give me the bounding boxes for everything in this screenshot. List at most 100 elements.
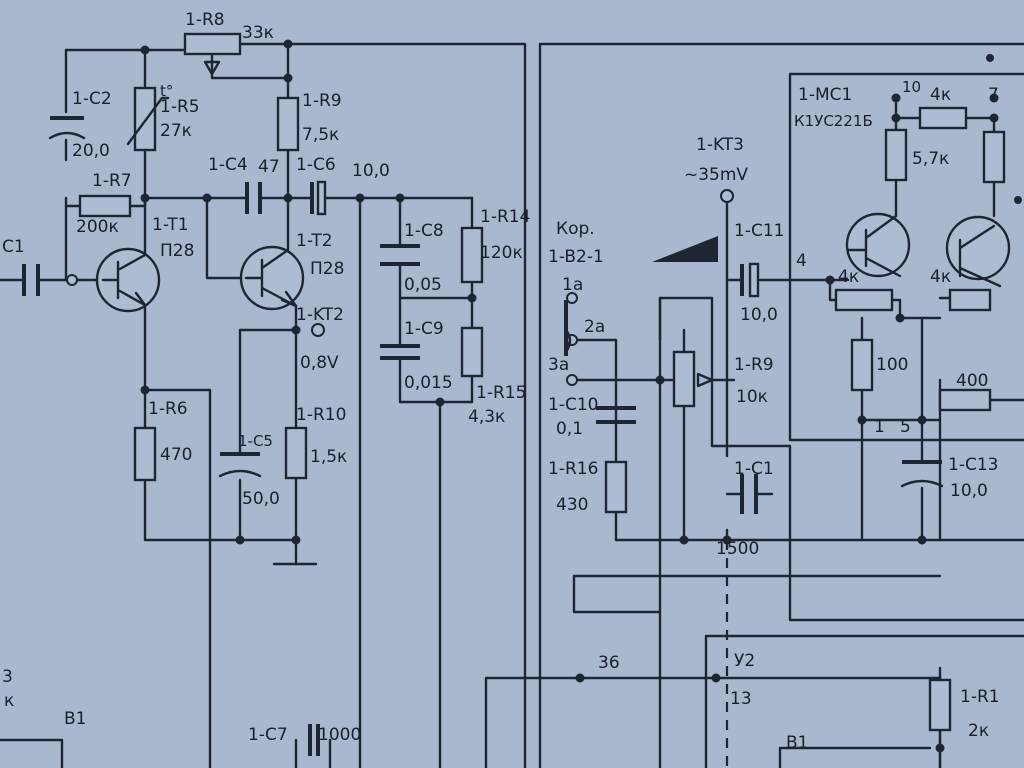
resistor-r8 [183, 32, 242, 56]
label-pin-1a: 1а [562, 275, 583, 295]
label-u2: У2 [734, 651, 755, 671]
label-r1: 1-R1 [960, 687, 1000, 707]
label-r9b-value: 10к [736, 387, 768, 407]
label-kt2: 1-KT2 [296, 305, 344, 325]
label-r1-value: 2к [968, 721, 989, 741]
capacitor-c7 [308, 724, 320, 756]
label-mc-r1: 4к [930, 85, 951, 105]
labels: 1-R8 33к 1-C2 20,0 1-R5 27к t° 1-R9 7,5к… [2, 10, 1000, 753]
label-c12-value: 1500 [716, 539, 759, 559]
label-r10-value: 1,5к [310, 447, 347, 467]
label-mc-r2: 5,7к [912, 149, 949, 169]
label-pin-4: 4 [796, 251, 807, 271]
resistor-r7 [78, 194, 132, 218]
label-c13: 1-C13 [948, 455, 998, 475]
ic-resistor-4k-mid [834, 288, 894, 312]
capacitor-c2 [48, 116, 86, 140]
label-r6: 1-R6 [148, 399, 188, 419]
label-b2: 1-B2-1 [548, 247, 604, 267]
label-c12: 1-C1 [734, 459, 774, 479]
label-pin-5: 5 [900, 417, 911, 437]
label-r7-value: 200к [76, 217, 119, 237]
label-kor: Кор. [556, 219, 595, 239]
label-c9-value: 0,015 [404, 373, 453, 393]
label-r15-value: 4,3к [468, 407, 505, 427]
label-c1: C1 [2, 237, 25, 257]
label-t2-type: П28 [310, 259, 344, 279]
label-c8-value: 0,05 [404, 275, 442, 295]
label-r9: 1-R9 [302, 91, 342, 111]
ic-resistor-100 [850, 338, 874, 392]
capacitor-c4 [245, 182, 262, 214]
label-c6-value: 10,0 [352, 161, 390, 181]
label-r14-value: 120к [480, 243, 523, 263]
label-c6: 1-C6 [296, 155, 336, 175]
capacitor-c13 [900, 460, 944, 488]
label-kt2-value: 0,8V [300, 353, 339, 373]
label-c8: 1-C8 [404, 221, 444, 241]
label-c13-value: 10,0 [950, 481, 988, 501]
label-kt3-value: ~35mV [684, 165, 748, 185]
components-left [22, 32, 484, 756]
gain-wedge-icon [652, 236, 718, 262]
capacitor-c11 [725, 262, 760, 298]
label-mc1-type: К1УС221Б [794, 112, 873, 130]
label-pin-1: 1 [874, 417, 885, 437]
label-node-36: 36 [598, 653, 620, 673]
label-c5: 1-C5 [238, 432, 273, 450]
junctions-left [66, 39, 477, 545]
label-b1-left: B1 [64, 709, 86, 729]
label-r10: 1-R10 [296, 405, 346, 425]
label-mc1: 1-MC1 [798, 85, 852, 105]
capacitor-c6 [310, 180, 327, 216]
label-thermistor: t° [160, 82, 173, 100]
transistor-t1 [95, 247, 161, 313]
label-t2: 1-T2 [296, 231, 333, 251]
label-left-3: 3 [2, 667, 13, 687]
label-r6-value: 470 [160, 445, 192, 465]
test-point-kt3 [720, 189, 734, 203]
resistor-r16 [604, 460, 628, 514]
label-mc-r3: 4к [838, 267, 859, 287]
ic-transistor-2 [945, 215, 1011, 288]
label-r16-value: 430 [556, 495, 588, 515]
label-node-13: 13 [730, 689, 752, 709]
ic-resistor-5-7k [884, 128, 908, 182]
label-c4: 1-C4 [208, 155, 248, 175]
resistor-r10 [284, 426, 308, 480]
capacitor-c9 [380, 344, 420, 360]
resistor-r15 [460, 326, 484, 378]
wires-left [0, 42, 527, 768]
capacitor-c5 [218, 452, 262, 478]
potentiometer-r9b [672, 350, 714, 408]
label-r7: 1-R7 [92, 171, 132, 191]
label-r8-value: 33к [242, 23, 274, 43]
capacitor-c10 [596, 406, 636, 424]
capacitor-c12 [725, 474, 774, 514]
capacitor-c8 [380, 244, 420, 266]
label-t1: 1-T1 [152, 215, 189, 235]
components-right [564, 106, 1011, 732]
label-c5-value: 50,0 [242, 489, 280, 509]
label-r8: 1-R8 [185, 10, 225, 30]
switch-b2 [564, 292, 578, 386]
label-kt3: 1-KT3 [696, 135, 744, 155]
label-t1-type: П28 [160, 241, 194, 261]
thermistor-r5 [126, 86, 170, 152]
transistor-t2 [239, 245, 305, 311]
label-c4-value: 47 [258, 157, 280, 177]
label-c10: 1-C10 [548, 395, 598, 415]
label-r16: 1-R16 [548, 459, 598, 479]
label-r5-value: 27к [160, 121, 192, 141]
resistor-r1 [928, 678, 952, 732]
junctions-right [575, 54, 1022, 753]
label-r15: 1-R15 [476, 383, 526, 403]
label-r9b: 1-R9 [734, 355, 774, 375]
label-b1-right: B1 [786, 733, 808, 753]
label-c7: 1-C7 [248, 725, 288, 745]
resistor-r6 [133, 426, 157, 482]
label-r9-value: 7,5к [302, 125, 339, 145]
ic-resistor-right [982, 130, 1006, 184]
label-c10-value: 0,1 [556, 419, 583, 439]
label-pin-10: 10 [902, 78, 921, 96]
